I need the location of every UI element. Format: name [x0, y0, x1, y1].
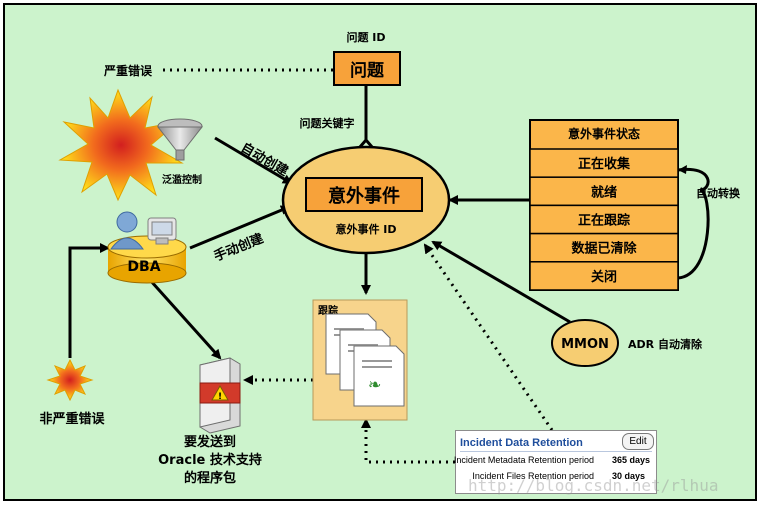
- retention-row-label: Incident Files Retention period: [472, 471, 594, 481]
- status-item-label: 数据已清除: [571, 241, 637, 257]
- incident-box: [305, 177, 423, 212]
- dba-to-package-arrow: [148, 278, 222, 360]
- non-critical-to-dba-arrow: [68, 243, 110, 358]
- auto-create-arrow: [214, 136, 293, 185]
- incident-label: 意外事件: [328, 185, 400, 207]
- retention-row-value: 30 days: [612, 471, 646, 481]
- mmon-label: MMON: [561, 337, 609, 352]
- edit-button[interactable]: Edit: [622, 433, 654, 450]
- trace-documents-icon: ❧ ❧ ❧: [325, 313, 405, 407]
- status-item-label: 关闭: [591, 269, 617, 285]
- critical-error-label: 严重错误: [103, 63, 153, 78]
- retention-to-trace-arrow: [361, 418, 455, 464]
- status-title: 意外事件状态: [568, 126, 640, 141]
- auto-transition-label: 自动转换: [696, 186, 741, 200]
- auto-transition-arrowhead: [678, 165, 687, 174]
- status-row[interactable]: [529, 232, 679, 263]
- auto-transition-loop: [677, 167, 710, 280]
- problem-key-label: 问题关键字: [300, 116, 355, 130]
- status-row[interactable]: [529, 261, 679, 291]
- retention-row-label: Incident Metadata Retention period: [453, 455, 594, 465]
- package-label-line2: Oracle 技术支持: [158, 452, 262, 468]
- adr-purge-label: ADR 自动清除: [628, 337, 703, 351]
- package-label-line1: 要发送到: [184, 434, 236, 450]
- svg-text:❧: ❧: [368, 375, 381, 394]
- flood-control-label: 泛滥控制: [162, 173, 202, 186]
- retention-divider: [460, 451, 652, 452]
- critical-error-burst-icon: [58, 88, 184, 202]
- incident-data-retention-panel: Incident Data Retention Edit Incident Me…: [453, 430, 657, 494]
- watermark: http://blog.csdn.net/rlhua: [468, 476, 719, 495]
- problem-label: 问题: [350, 60, 385, 81]
- retention-to-incident-arrow: [423, 243, 554, 431]
- non-critical-error-label: 非严重错误: [39, 411, 105, 427]
- status-item-label: 正在收集: [578, 156, 631, 172]
- mmon-ellipse[interactable]: [551, 319, 619, 367]
- manual-create-arrow: [189, 205, 291, 250]
- mmon-to-incident-arrow: [431, 240, 571, 324]
- status-row[interactable]: [529, 176, 679, 207]
- dba-label: DBA: [127, 259, 160, 275]
- dba-icon: [107, 211, 187, 284]
- incident-id-label: 意外事件 ID: [335, 222, 396, 236]
- package-label-line3: 的程序包: [184, 470, 236, 486]
- status-row[interactable]: [529, 204, 679, 235]
- problem-box[interactable]: [333, 51, 401, 86]
- funnel-icon: [156, 118, 204, 161]
- non-critical-error-burst-icon: [46, 358, 94, 402]
- package-icon: !: [199, 357, 241, 434]
- problem-id-label: 问题 ID: [346, 30, 385, 44]
- svg-text:!: !: [218, 392, 222, 402]
- status-item-label: 正在跟踪: [578, 213, 630, 229]
- status-item-label: 就绪: [591, 184, 617, 200]
- retention-row-value: 365 days: [612, 455, 651, 465]
- retention-title: Incident Data Retention: [460, 437, 583, 449]
